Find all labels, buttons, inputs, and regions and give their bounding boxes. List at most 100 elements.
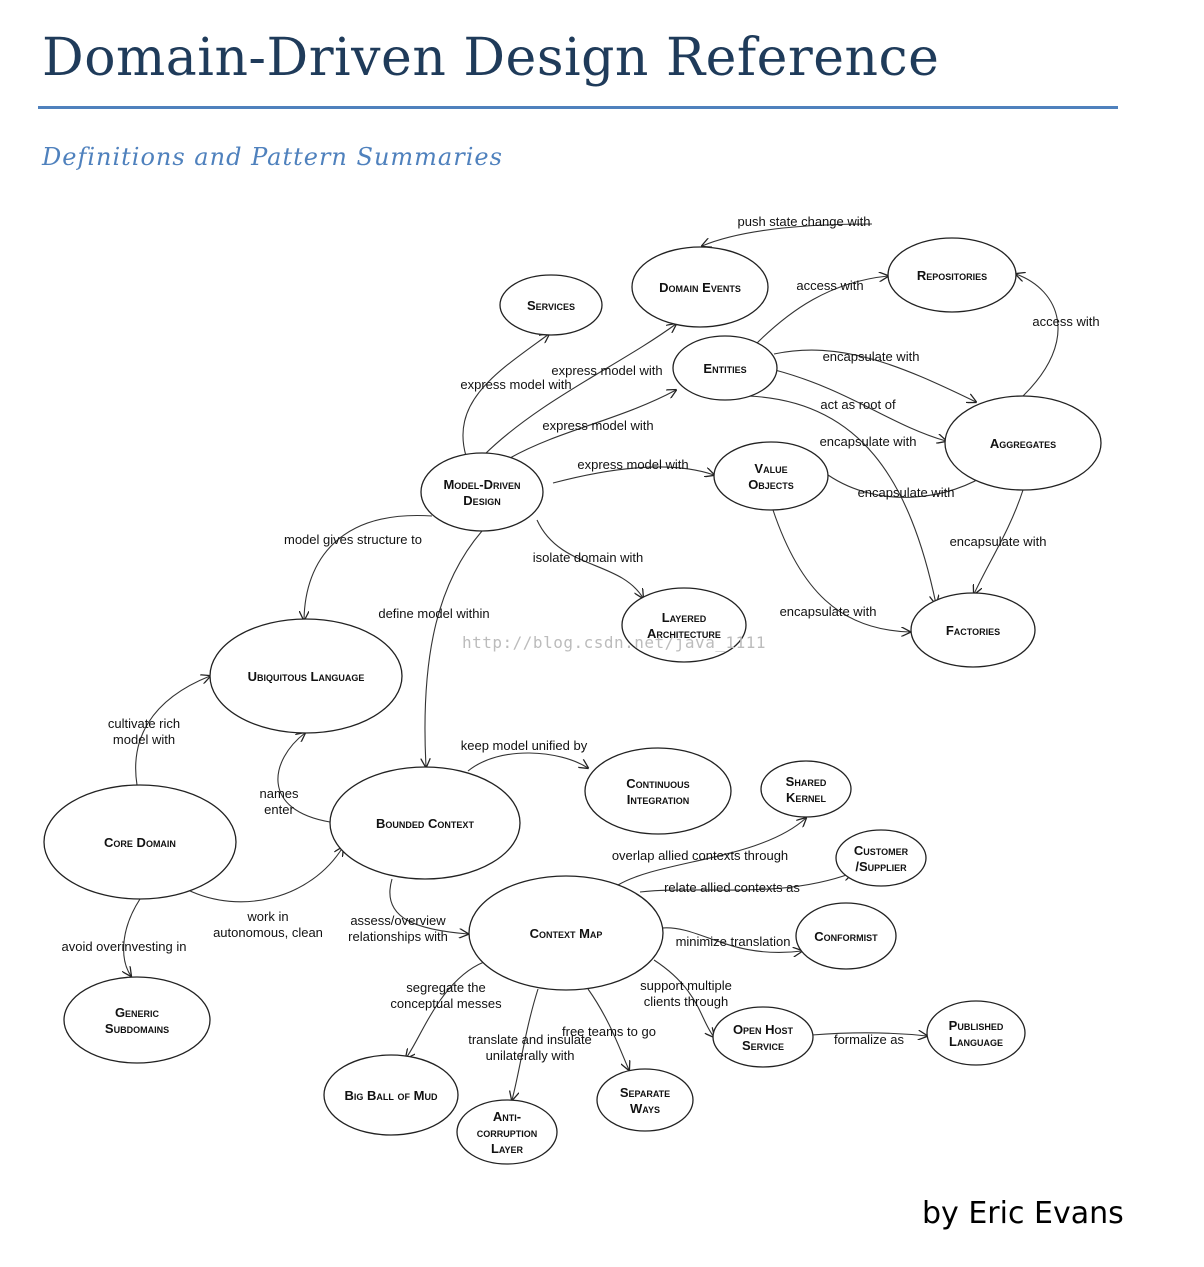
edge-core-generic: avoid overinvesting in bbox=[61, 898, 187, 976]
edge-arrow bbox=[1016, 274, 1059, 397]
node-ellipse bbox=[631, 246, 769, 328]
edge-agg-access: access with bbox=[1016, 274, 1100, 397]
edge-arrow bbox=[639, 873, 852, 893]
node-label: Core Domain bbox=[104, 835, 176, 850]
node-bounded: Bounded Context bbox=[329, 766, 521, 880]
edge-arrow bbox=[425, 530, 483, 767]
edge-arrow bbox=[773, 349, 976, 402]
edge-arrow bbox=[774, 369, 946, 441]
node-label: Repositories bbox=[917, 268, 987, 283]
node-domain-events: Domain Events bbox=[631, 246, 769, 328]
node-repositories: Repositories bbox=[887, 237, 1017, 313]
edge-cm-cs: relate allied contexts as bbox=[639, 873, 852, 895]
page-title: Domain-Driven Design Reference bbox=[42, 28, 940, 88]
edge-arrow bbox=[462, 334, 549, 457]
node-ellipse bbox=[835, 829, 927, 887]
node-label: Conformist bbox=[814, 929, 878, 944]
edge-label: define model within bbox=[378, 606, 489, 621]
edge-arrow bbox=[467, 752, 588, 772]
edge-arrow bbox=[653, 959, 714, 1037]
edge-label: express model with bbox=[460, 377, 571, 392]
node-label: Factories bbox=[946, 623, 1000, 638]
edge-label: keep model unified by bbox=[461, 738, 588, 753]
node-ellipse bbox=[887, 237, 1017, 313]
node-ellipse bbox=[420, 452, 544, 532]
edge-arrow bbox=[512, 988, 539, 1100]
node-ellipse bbox=[795, 902, 897, 970]
edge-arrow bbox=[587, 988, 629, 1070]
node-label: Services bbox=[527, 298, 575, 313]
edge-md-services: express model with bbox=[460, 334, 572, 457]
node-ellipse bbox=[456, 1099, 558, 1165]
edge-arrow bbox=[277, 733, 331, 823]
edge-arrow bbox=[389, 878, 468, 934]
edge-arrow bbox=[406, 961, 485, 1058]
edge-label: express model with bbox=[577, 457, 688, 472]
edge-label: encapsulate with bbox=[950, 534, 1047, 549]
edge-arrow bbox=[617, 818, 806, 886]
edge-vo-fact: encapsulate with bbox=[772, 509, 910, 632]
edge-label: overlap allied contexts through bbox=[612, 848, 788, 863]
title-rule bbox=[38, 106, 1118, 109]
node-label: Aggregates bbox=[990, 436, 1056, 451]
edge-label: isolate domain with bbox=[533, 550, 644, 565]
node-ellipse bbox=[712, 1006, 814, 1068]
edge-ent-root: act as root of bbox=[774, 369, 946, 441]
edge-md-events: express model with bbox=[483, 324, 676, 456]
node-ellipse bbox=[760, 760, 852, 818]
edge-cm-sw: free teams to go bbox=[562, 988, 656, 1070]
edge-arrow bbox=[772, 509, 910, 632]
edge-arrow bbox=[552, 466, 714, 484]
edge-arrow bbox=[536, 519, 643, 598]
node-ellipse bbox=[63, 976, 211, 1064]
node-ellipse bbox=[499, 274, 603, 336]
edge-label: free teams to go bbox=[562, 1024, 656, 1039]
edge-label: minimize translation bbox=[676, 934, 791, 949]
edge-arrow bbox=[304, 514, 433, 620]
edge-label: act as root of bbox=[820, 397, 896, 412]
edge-arrow bbox=[811, 1033, 927, 1036]
edge-label: encapsulate with bbox=[823, 349, 920, 364]
edge-bc-ci: keep model unified by bbox=[461, 738, 588, 772]
edge-push-state: push state change with bbox=[702, 214, 873, 246]
node-ellipse bbox=[596, 1068, 694, 1132]
node-services: Services bbox=[499, 274, 603, 336]
node-ellipse bbox=[329, 766, 521, 880]
edge-arrow bbox=[702, 223, 873, 246]
edge-label: express model with bbox=[551, 363, 662, 378]
page-subtitle: Definitions and Pattern Summaries bbox=[42, 143, 503, 171]
node-big-ball: Big Ball of Mud bbox=[323, 1054, 459, 1136]
edge-label: avoid overinvesting in bbox=[61, 939, 186, 954]
edge-ent-agg: encapsulate with bbox=[773, 349, 976, 402]
watermark-text: http://blog.csdn.net/java_1111 bbox=[462, 633, 766, 652]
node-ellipse bbox=[713, 441, 829, 511]
edge-arrow bbox=[661, 927, 802, 953]
edge-label: push state change with bbox=[738, 214, 871, 229]
edge-arrow bbox=[124, 898, 141, 976]
node-ellipse bbox=[944, 395, 1102, 491]
edge-arrow bbox=[754, 276, 888, 346]
node-ellipse bbox=[621, 587, 747, 663]
edge-ent-fact: encapsulate with bbox=[746, 395, 936, 604]
node-core-domain: Core Domain bbox=[43, 784, 237, 900]
